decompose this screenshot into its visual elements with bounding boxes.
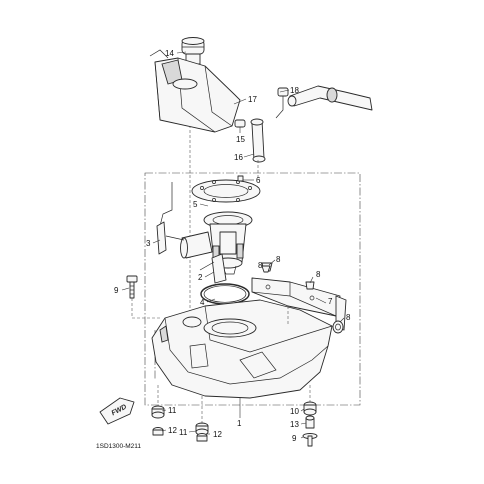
- callout-3: 3: [146, 239, 151, 248]
- forward-direction-arrow: FWD: [99, 397, 135, 425]
- fuel-tank: [151, 299, 333, 399]
- damper-4: [332, 320, 344, 334]
- callout-8c: 8: [346, 313, 351, 322]
- fuel-sender: [156, 182, 213, 259]
- pump-retainer: [191, 175, 261, 203]
- callout-9a: 9: [114, 286, 119, 295]
- callout-7: 7: [328, 297, 333, 306]
- callout-4: 4: [200, 298, 205, 307]
- callout-12a: 12: [168, 426, 177, 435]
- callout-8b: 8: [316, 270, 321, 279]
- o-ring-inner: [203, 285, 247, 303]
- callout-15: 15: [236, 135, 245, 144]
- breather-hose: [250, 118, 266, 163]
- bolt-right: [302, 433, 318, 447]
- callout-13: 13: [290, 420, 299, 429]
- assembly-boundary: [144, 172, 361, 406]
- filler-cover: [149, 49, 241, 133]
- o-ring: [200, 283, 250, 305]
- diagram-code: 1SD1300-M211: [96, 443, 141, 450]
- callout-11b: 11: [179, 428, 188, 437]
- callout-16: 16: [234, 153, 243, 162]
- tank-bracket: [251, 277, 347, 331]
- callout-12b: 12: [213, 430, 222, 439]
- callout-18: 18: [290, 86, 299, 95]
- collar-right: [305, 415, 315, 429]
- callout-2: 2: [198, 273, 203, 282]
- fuel-cap: [181, 37, 205, 65]
- collar-left-lower: [152, 427, 164, 436]
- callout-6: 6: [256, 176, 261, 185]
- hose-clip: [234, 119, 246, 128]
- callout-11a: 11: [168, 406, 177, 415]
- leader-lines: [121, 51, 345, 439]
- bolt-left-leader: [131, 298, 160, 319]
- callout-8a: 8: [276, 255, 281, 264]
- callout-8d: 8: [258, 261, 263, 270]
- vent-hose: [275, 85, 373, 119]
- collar-centre: [196, 433, 208, 442]
- callout-5: 5: [193, 200, 198, 209]
- callout-10: 10: [290, 407, 299, 416]
- grommet-right: [303, 401, 317, 416]
- grommet-left-lower: [151, 405, 165, 419]
- float-arm: [199, 253, 227, 284]
- damper-2: [305, 281, 315, 290]
- fuel-pump: [203, 211, 253, 275]
- callout-1: 1: [237, 419, 242, 428]
- damper-3: [261, 265, 271, 273]
- callout-labels: 14 17 18 15 16 6 5 3 2 8 8 8 9 4 7 8 1 1…: [114, 49, 351, 443]
- callout-9b: 9: [292, 434, 297, 443]
- bolt-left: [126, 275, 138, 299]
- callout-14: 14: [165, 49, 174, 58]
- callout-17: 17: [248, 95, 257, 104]
